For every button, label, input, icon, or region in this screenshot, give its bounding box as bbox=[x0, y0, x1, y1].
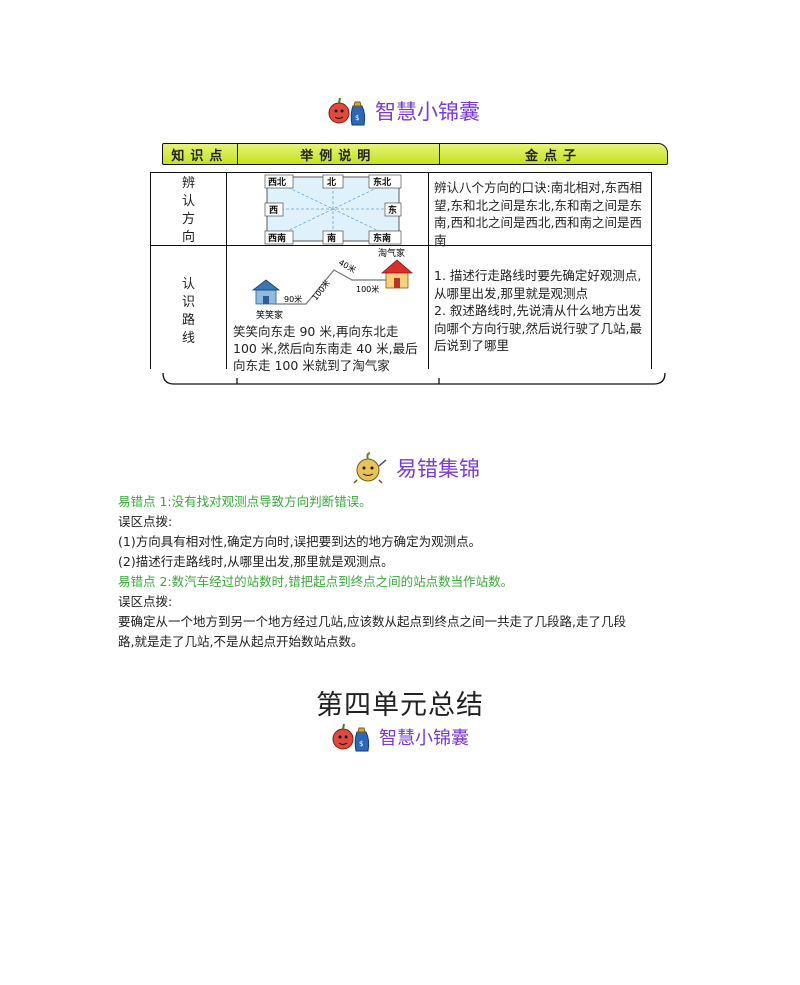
dir-north: 北 bbox=[327, 176, 336, 188]
tip-cell: 1. 描述行走路线时要先确定好观测点,从哪里出发,那里就是观测点 2. 叙述路线… bbox=[434, 268, 642, 353]
start-house-icon bbox=[251, 279, 281, 305]
end-label: 淘气家 bbox=[378, 247, 405, 259]
route-map: 笑笑家 淘气家 90米 100米 40米 100米 bbox=[251, 247, 414, 320]
dir-northeast: 东北 bbox=[373, 176, 391, 188]
seg4-label: 100米 bbox=[356, 284, 379, 294]
apple-bag-mascot-icon: $ bbox=[332, 723, 370, 752]
header-tip: 金点子 bbox=[524, 148, 582, 164]
topic-cell: 认 识 路 线 bbox=[181, 277, 195, 346]
misconception-label: 误区点拨: bbox=[118, 514, 173, 529]
section-header-mistakes: 易错集锦 bbox=[352, 452, 480, 484]
knowledge-table: 辨 认 方 向 西北 北 东北 西 东 西南 南 东 bbox=[150, 172, 652, 373]
start-label: 笑笑家 bbox=[256, 309, 283, 320]
misconception-text: (2)描述行走路线时,从哪里出发,那里就是观测点。 bbox=[118, 554, 394, 569]
topic-cell: 辨 认 方 向 bbox=[181, 176, 195, 245]
table-row: 认 识 路 线 笑笑家 淘气家 90米 100米 40米 bbox=[151, 246, 651, 373]
header-example: 举例说明 bbox=[238, 144, 440, 164]
misconception-text: 路,就是走了几站,不是从起点开始数站点数。 bbox=[118, 634, 364, 649]
section-header-wisdom-2: $ 智慧小锦囊 bbox=[331, 720, 469, 754]
misconception-text: 要确定从一个地方到另一个地方经过几站,应该数从起点到终点之间一共走了几段路,走了… bbox=[118, 614, 626, 629]
misconception-text: (1)方向具有相对性,确定方向时,误把要到达的地方确定为观测点。 bbox=[118, 534, 482, 549]
dir-west: 西 bbox=[269, 205, 278, 216]
dir-southeast: 东南 bbox=[373, 232, 391, 244]
mistake-point-1: 易错点 1:没有找对观测点导致方向判断错误。 bbox=[118, 494, 372, 509]
section-header-wisdom: $ 智慧小锦囊 bbox=[327, 94, 480, 128]
table-header: 知识点 举例说明 金点子 bbox=[162, 143, 668, 165]
table-bottom-brace bbox=[162, 372, 666, 385]
dir-southwest: 西南 bbox=[268, 232, 286, 244]
section-title: 智慧小锦囊 bbox=[375, 100, 480, 124]
seg2-label: 100米 bbox=[310, 278, 332, 303]
onion-mascot-icon bbox=[353, 452, 387, 484]
direction-diagram: 西北 北 东北 西 东 西南 南 东南 bbox=[264, 174, 402, 245]
dir-east: 东 bbox=[388, 204, 397, 216]
mistake-list: 易错点 1:没有找对观测点导致方向判断错误。 误区点拨: (1)方向具有相对性,… bbox=[118, 492, 626, 652]
table-row: 辨 认 方 向 西北 北 东北 西 东 西南 南 东 bbox=[151, 173, 651, 248]
svg-text:$: $ bbox=[359, 740, 363, 748]
example-text: 笑笑向东走 90 米,再向东北走 100 米,然后向东南走 40 米,最后向东走… bbox=[233, 324, 418, 373]
unit-title: 第四单元总结 bbox=[316, 690, 484, 721]
dir-northwest: 西北 bbox=[268, 176, 286, 188]
end-house-icon bbox=[380, 259, 414, 289]
section-title: 易错集锦 bbox=[396, 457, 480, 481]
dir-south: 南 bbox=[327, 232, 336, 244]
mistake-point-2: 易错点 2:数汽车经过的站数时,错把起点到终点之间的站点数当作站数。 bbox=[118, 574, 514, 589]
seg3-label: 40米 bbox=[337, 257, 358, 275]
seg1-label: 90米 bbox=[284, 294, 302, 304]
header-topic: 知识点 bbox=[163, 144, 238, 164]
misconception-label: 误区点拨: bbox=[118, 594, 173, 609]
svg-text:$: $ bbox=[355, 114, 359, 122]
apple-bag-mascot-icon: $ bbox=[328, 97, 366, 126]
tip-cell: 辨认八个方向的口诀:南北相对,东西相望,东和北之间是东北,东和南之间是东南,西和… bbox=[434, 180, 643, 248]
section-title: 智慧小锦囊 bbox=[379, 728, 469, 749]
